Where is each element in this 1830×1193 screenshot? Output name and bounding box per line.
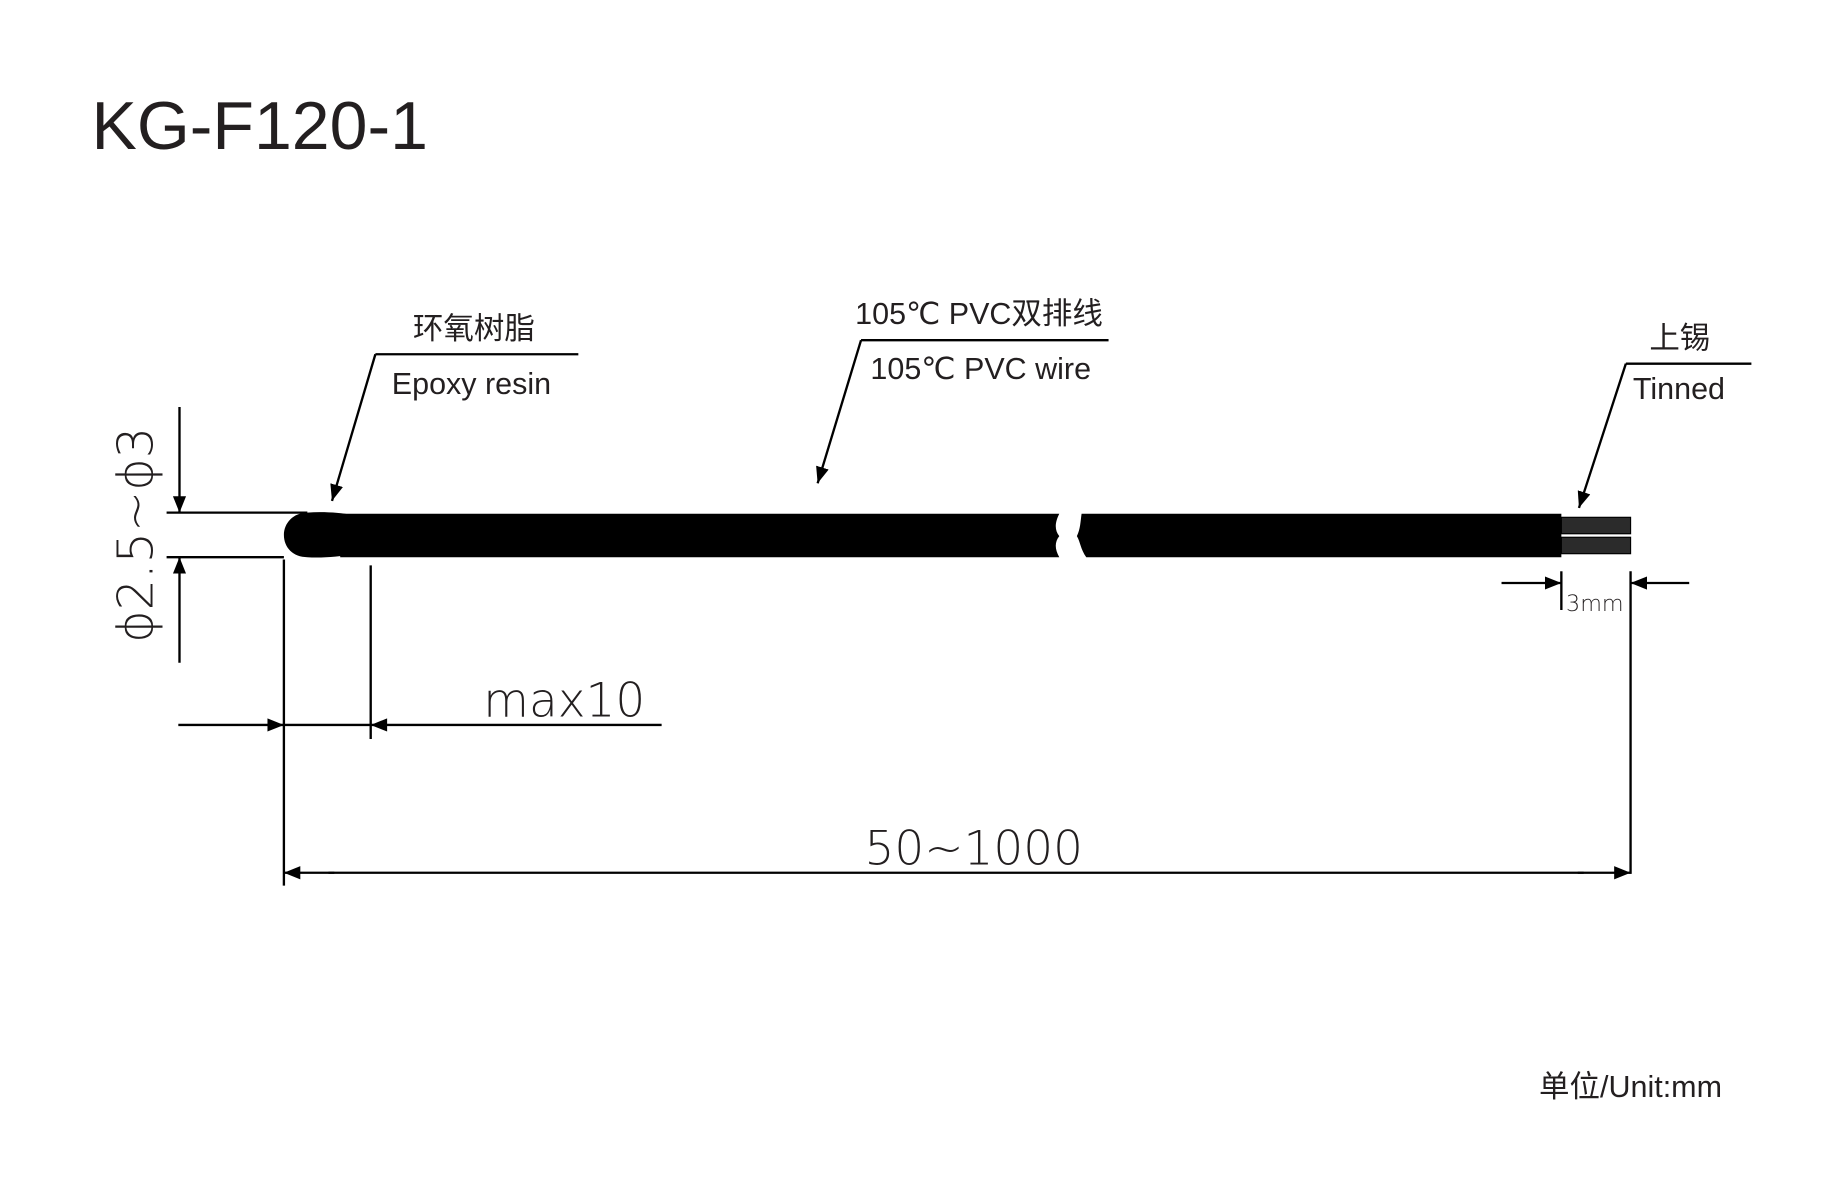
total-length-label: 50~1000 <box>865 822 1083 877</box>
wire-callout: 105℃ PVC双排线 105℃ PVC wire <box>816 297 1109 484</box>
tinned-lead-bottom <box>1560 536 1632 555</box>
wire-segment-left <box>340 513 1060 558</box>
tinned-lead-top <box>1560 516 1632 535</box>
wire-label-en: 105℃ PVC wire <box>870 352 1091 386</box>
total-length-dimension: 50~1000 <box>283 822 1631 880</box>
wire-label-cn: 105℃ PVC双排线 <box>855 297 1103 331</box>
diameter-label: ϕ2.5~ϕ3 <box>107 427 165 643</box>
head-length-label: max10 <box>483 674 645 729</box>
unit-note: 单位/Unit:mm <box>1539 1070 1722 1104</box>
strip-length-label: 3mm <box>1566 591 1624 617</box>
epoxy-head <box>283 512 352 558</box>
epoxy-label-en: Epoxy resin <box>392 367 551 401</box>
wire-segment-right <box>1076 513 1562 558</box>
strip-length-dimension: 3mm <box>1501 571 1690 874</box>
epoxy-callout: 环氧树脂 Epoxy resin <box>330 312 579 502</box>
head-length-dimension: max10 <box>178 559 662 886</box>
page-title: KG-F120-1 <box>92 88 428 164</box>
tinned-label-en: Tinned <box>1633 372 1725 406</box>
epoxy-label-cn: 环氧树脂 <box>413 312 535 346</box>
tinned-label-cn: 上锡 <box>1649 321 1710 355</box>
diameter-dimension: ϕ2.5~ϕ3 <box>107 407 308 663</box>
tinned-callout: 上锡 Tinned <box>1577 321 1752 509</box>
sensor-wire <box>283 512 1632 558</box>
